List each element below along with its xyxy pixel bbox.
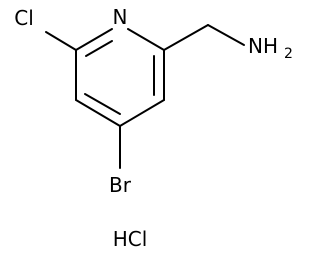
bond-c2-ch2 <box>163 24 209 51</box>
bond-c6-cl <box>45 31 77 51</box>
bromine-label: Br <box>109 173 132 197</box>
atom-labels: N Cl Br NH 2 HCl <box>14 5 293 251</box>
nitrogen-label: N <box>113 5 128 29</box>
bond-c4-c5-inner <box>84 93 121 115</box>
bond-c4-c5 <box>75 99 121 127</box>
amine-label: NH <box>248 34 278 58</box>
bond-ch2-nh2 <box>207 24 245 46</box>
chemical-structure: N Cl Br NH 2 HCl <box>14 5 293 251</box>
ring-bonds <box>75 28 165 127</box>
bond-c6-n <box>75 28 113 51</box>
bond-c3-c4 <box>119 99 165 127</box>
bond-c6-n-inner <box>85 40 113 57</box>
hydrochloride-label: HCl <box>113 227 148 251</box>
substituent-bonds <box>45 24 245 169</box>
amine-subscript: 2 <box>284 46 293 62</box>
bond-n-c2 <box>127 28 165 51</box>
chlorine-label: Cl <box>14 6 34 30</box>
